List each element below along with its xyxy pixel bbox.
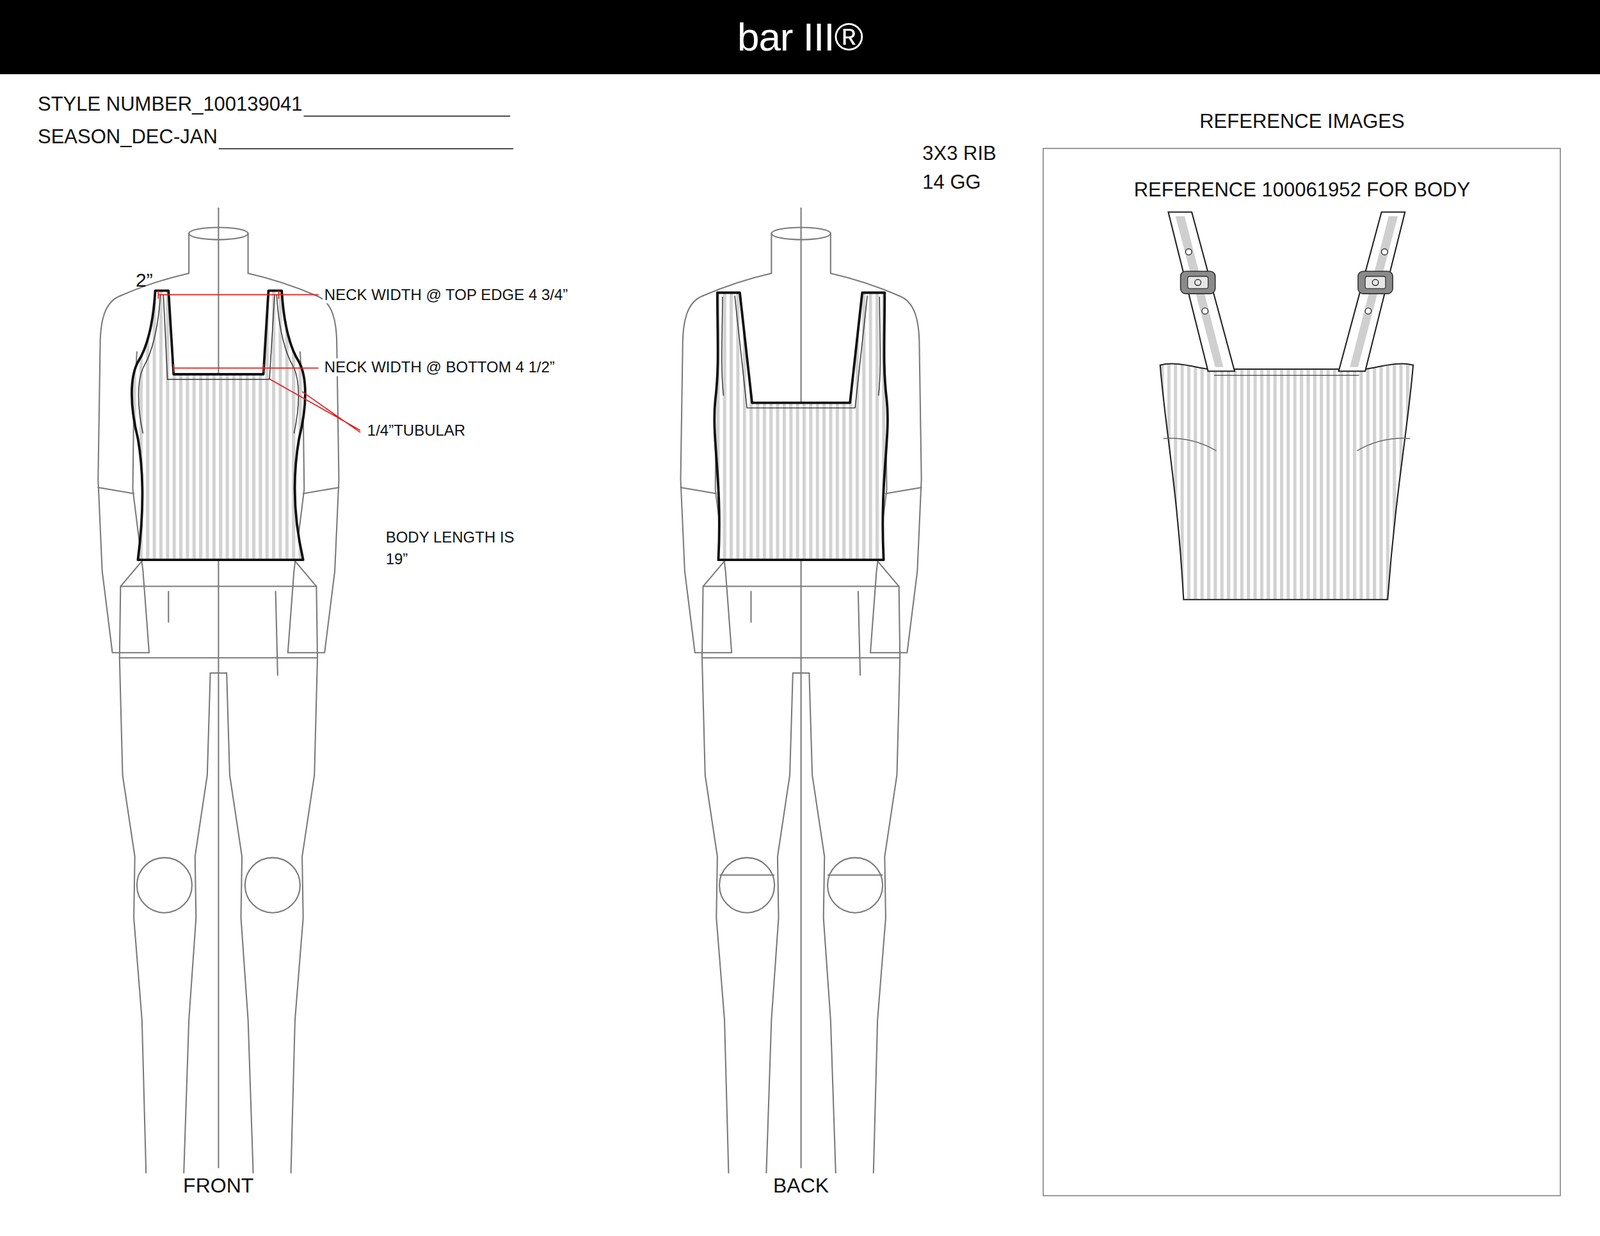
strap-shade [1349,216,1398,368]
strap [1338,212,1406,372]
reference-tank-sketch [1160,212,1414,601]
buckle-pin [1194,279,1202,287]
strap-hole [1381,248,1389,256]
garment-ground [1160,364,1414,601]
front-croquis [97,208,339,1174]
season: SEASON_DEC-JAN [37,125,218,149]
bust-dart [1162,438,1410,452]
view-label: BACK [773,1173,829,1198]
strap-hole [1185,248,1193,256]
rib-texture [131,290,306,560]
garment-outline [1160,364,1414,601]
front-tank-top [131,290,306,560]
leader-line [268,378,360,432]
strap-width-dimension: 2” [135,269,153,292]
neck-bottom-width-dimension: NECK WIDTH @ BOTTOM 4 1/2” [322,358,557,377]
neck-trim-line [1214,375,1359,376]
style-number: STYLE NUMBER_100139041 [37,92,303,116]
knee-back-line [719,874,883,877]
fill-in-rule [304,115,511,118]
brand-logo: bar III® [737,14,863,61]
strap-hole [1365,307,1372,315]
back-croquis [680,208,921,1174]
strap [1168,212,1235,372]
buckle-window [1365,276,1386,289]
tubular-trim-line [138,295,299,434]
dimension-line [158,290,319,299]
trim-callout: 1/4”TUBULAR [365,421,468,440]
garment-outline [131,290,306,560]
fill-in-rule [218,148,514,150]
brand-header-bar: bar III® [0,0,1600,75]
back-tank-top [714,292,888,560]
garment-ground [131,290,306,560]
buckle-pin [1372,279,1379,287]
reference-note: REFERENCE 100061952 FOR BODY [1134,178,1471,202]
rib-texture [1160,364,1414,601]
reference-images-panel: REFERENCE IMAGESREFERENCE 100061952 FOR … [1042,147,1561,1197]
dimension-line [173,364,319,373]
strap-shade [1175,216,1224,368]
rib-texture [714,292,888,560]
buckle-window [1187,276,1209,289]
garment-ground [714,292,888,560]
body-length-note: BODY LENGTH IS 19” [385,526,518,571]
reference-heading: REFERENCE IMAGES [1199,110,1405,134]
buckle [1358,271,1393,294]
buckle [1180,271,1216,294]
garment-outline [714,292,888,560]
view-label: FRONT [183,1173,254,1198]
tubular-trim-line [721,295,881,408]
strap-hole [1201,307,1209,315]
knit-spec-note: 3X3 RIB 14 GG [922,138,1000,197]
neck-top-width-dimension: NECK WIDTH @ TOP EDGE 4 3/4” [322,286,570,304]
